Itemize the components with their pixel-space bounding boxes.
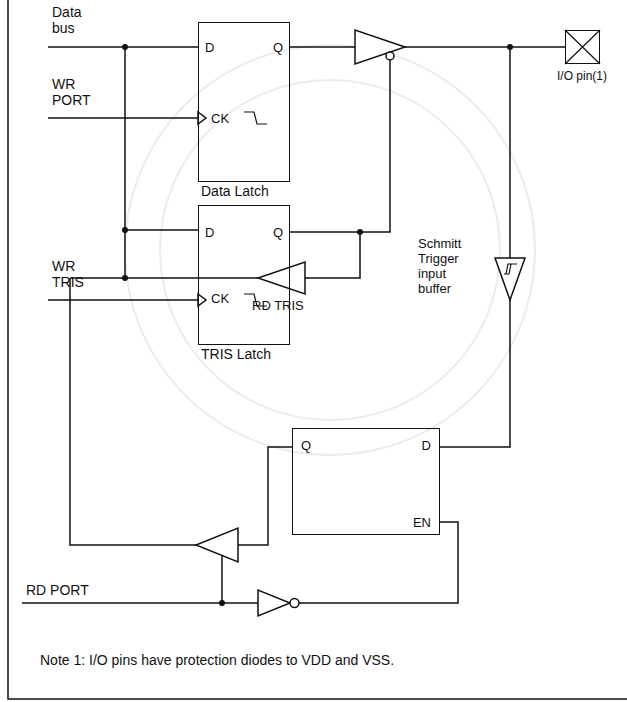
io-pin: I/O pin(1) [565, 30, 600, 64]
footnote: Note 1: I/O pins have protection diodes … [40, 652, 600, 668]
junction-dots [122, 44, 513, 606]
buffer-name: Schmitt Trigger input buffer [418, 236, 473, 296]
latch-name: Data Latch [201, 183, 269, 200]
wires [8, 0, 627, 699]
pin-label: EN [413, 515, 431, 530]
tris-latch: DQCKTRIS Latch [198, 205, 290, 345]
signal-name: WR TRIS [52, 258, 97, 290]
pin-label: D [422, 438, 431, 453]
pin-label: CK [211, 291, 229, 306]
pin-label: Q [301, 438, 311, 453]
edge-symbols [244, 30, 600, 306]
pin-label: Q [273, 225, 283, 240]
signal-name: RD PORT [26, 582, 116, 598]
signal-name: WR PORT [52, 76, 97, 108]
pin-label: D [205, 40, 214, 55]
buffer-symbols [196, 30, 525, 616]
bus-name: Data bus [52, 4, 92, 36]
input-latch: Q D EN [292, 428, 440, 535]
data-latch: DQCKData Latch [198, 22, 290, 182]
latch-name: TRIS Latch [201, 346, 271, 363]
pin-label: CK [211, 111, 229, 126]
signal-name: RD TRIS [252, 298, 332, 314]
pin-label: D [205, 225, 214, 240]
pin-name: I/O pin(1) [557, 69, 607, 84]
watermark-seal [125, 45, 535, 455]
pin-label: Q [273, 40, 283, 55]
